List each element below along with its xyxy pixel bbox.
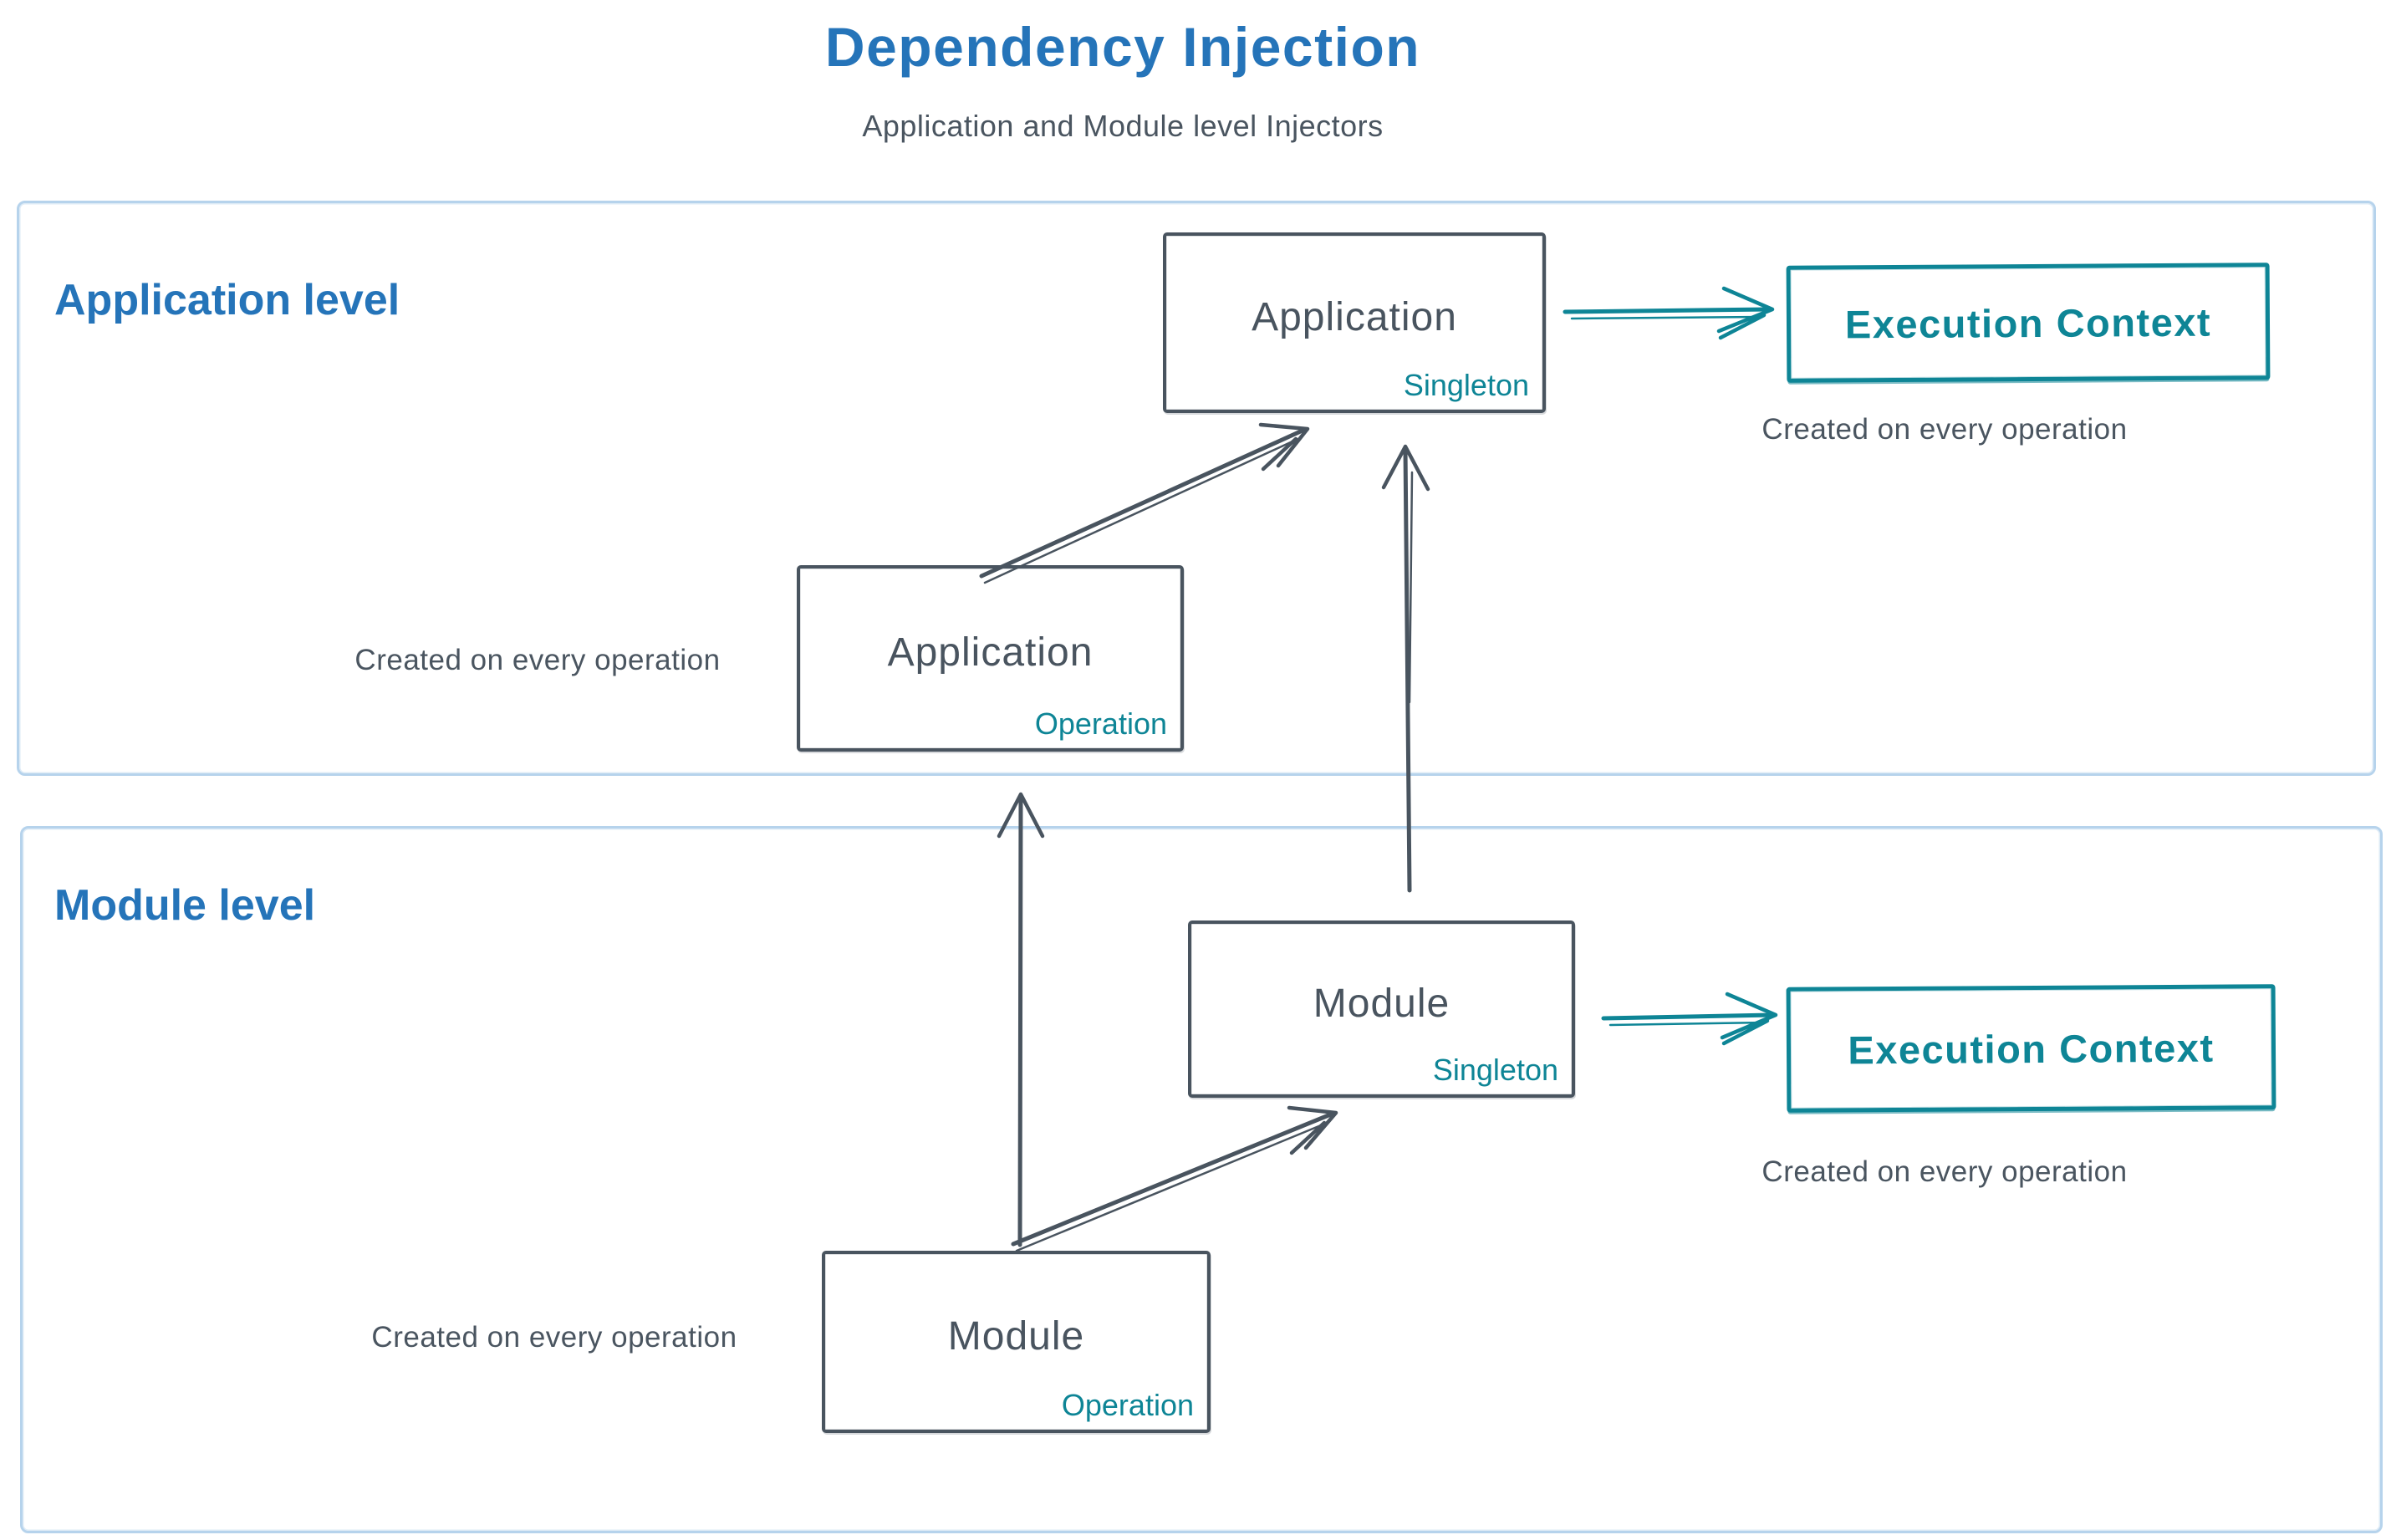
module-singleton-box: Module Singleton: [1188, 920, 1575, 1098]
diagram-title: Dependency Injection: [824, 16, 1421, 78]
application-execution-context-caption: Created on every operation: [1761, 413, 2128, 446]
application-operation-scope: Operation: [1034, 706, 1167, 741]
module-execution-context-label: Execution Context: [1848, 1025, 2215, 1072]
application-level-container: Application level Application Singleton …: [17, 201, 2376, 776]
module-operation-scope: Operation: [1061, 1388, 1194, 1422]
module-operation-title: Module: [947, 1313, 1085, 1359]
application-level-label: Application level: [54, 276, 400, 324]
module-singleton-title: Module: [1313, 981, 1450, 1026]
application-operation-title: Application: [887, 630, 1094, 675]
application-operation-caption: Created on every operation: [354, 644, 721, 676]
module-singleton-scope: Singleton: [1432, 1053, 1558, 1087]
module-execution-context-caption: Created on every operation: [1761, 1155, 2128, 1188]
module-operation-caption: Created on every operation: [371, 1321, 737, 1354]
module-level-container: Module level Module Singleton Module Ope…: [20, 826, 2383, 1533]
application-singleton-box: Application Singleton: [1163, 232, 1546, 413]
application-singleton-title: Application: [1252, 294, 1457, 339]
application-execution-context-label: Execution Context: [1844, 299, 2212, 346]
application-execution-context-box: Execution Context: [1786, 263, 2271, 383]
application-operation-box: Application Operation: [797, 565, 1184, 752]
module-execution-context-box: Execution Context: [1786, 984, 2276, 1113]
diagram-subtitle: Application and Module level Injectors: [862, 109, 1384, 143]
module-level-label: Module level: [54, 881, 316, 930]
application-singleton-scope: Singleton: [1403, 368, 1529, 402]
module-operation-box: Module Operation: [822, 1251, 1211, 1433]
